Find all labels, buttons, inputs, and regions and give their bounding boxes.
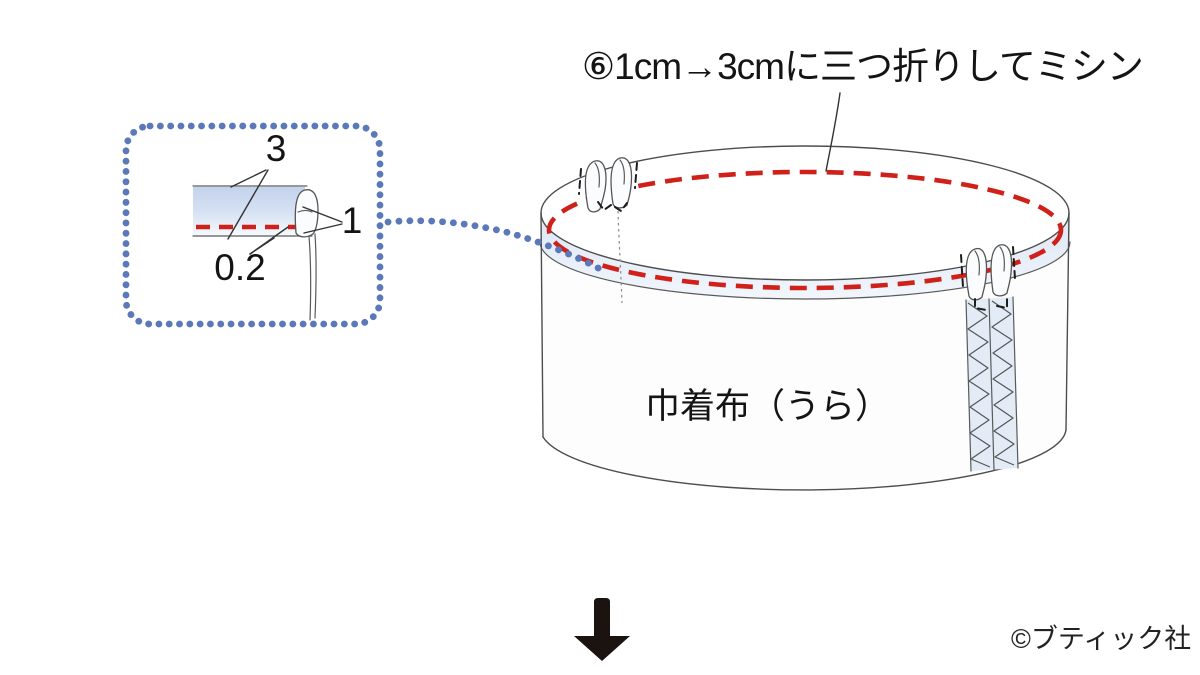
stitch-margin-label: 0.2	[214, 247, 266, 288]
inset-fold-edge	[294, 189, 319, 238]
detail-connector-dots	[384, 217, 604, 273]
copyright-notice: ©ブティック社	[1011, 624, 1192, 654]
leader-3-top	[230, 169, 267, 188]
leader-1-top	[302, 206, 343, 223]
fold-width-label: 1	[341, 200, 363, 241]
down-arrow-icon	[574, 598, 630, 661]
bag-body	[539, 145, 1071, 491]
leader-3-bottom	[227, 169, 269, 240]
title-leader-line	[825, 92, 841, 172]
fabric-label: 巾着布（うら）	[645, 387, 891, 426]
bag-left-edge	[540, 212, 544, 438]
bag-right-edge	[1065, 212, 1070, 431]
leader-02-b	[249, 226, 289, 255]
detail-inset-border	[122, 122, 384, 328]
stitch-line	[546, 169, 1064, 291]
zigzag-stitch-left	[967, 302, 991, 468]
opening-right	[960, 244, 1016, 311]
step-title: ⑥1cm→3cmに三つ折りしてミシン	[582, 46, 1144, 87]
opening-left	[578, 157, 638, 213]
seam-right	[960, 244, 1019, 472]
hem-width-label: 3	[265, 128, 287, 169]
inset-fabric-tail	[308, 235, 312, 321]
detail-inset	[122, 122, 384, 328]
hem-band-lower-edge	[539, 241, 1071, 300]
seam-center-line	[988, 298, 995, 471]
bag-bottom-edge	[542, 429, 1067, 491]
leader-1-bottom	[303, 223, 343, 234]
zigzag-stitch-right	[991, 300, 1015, 466]
